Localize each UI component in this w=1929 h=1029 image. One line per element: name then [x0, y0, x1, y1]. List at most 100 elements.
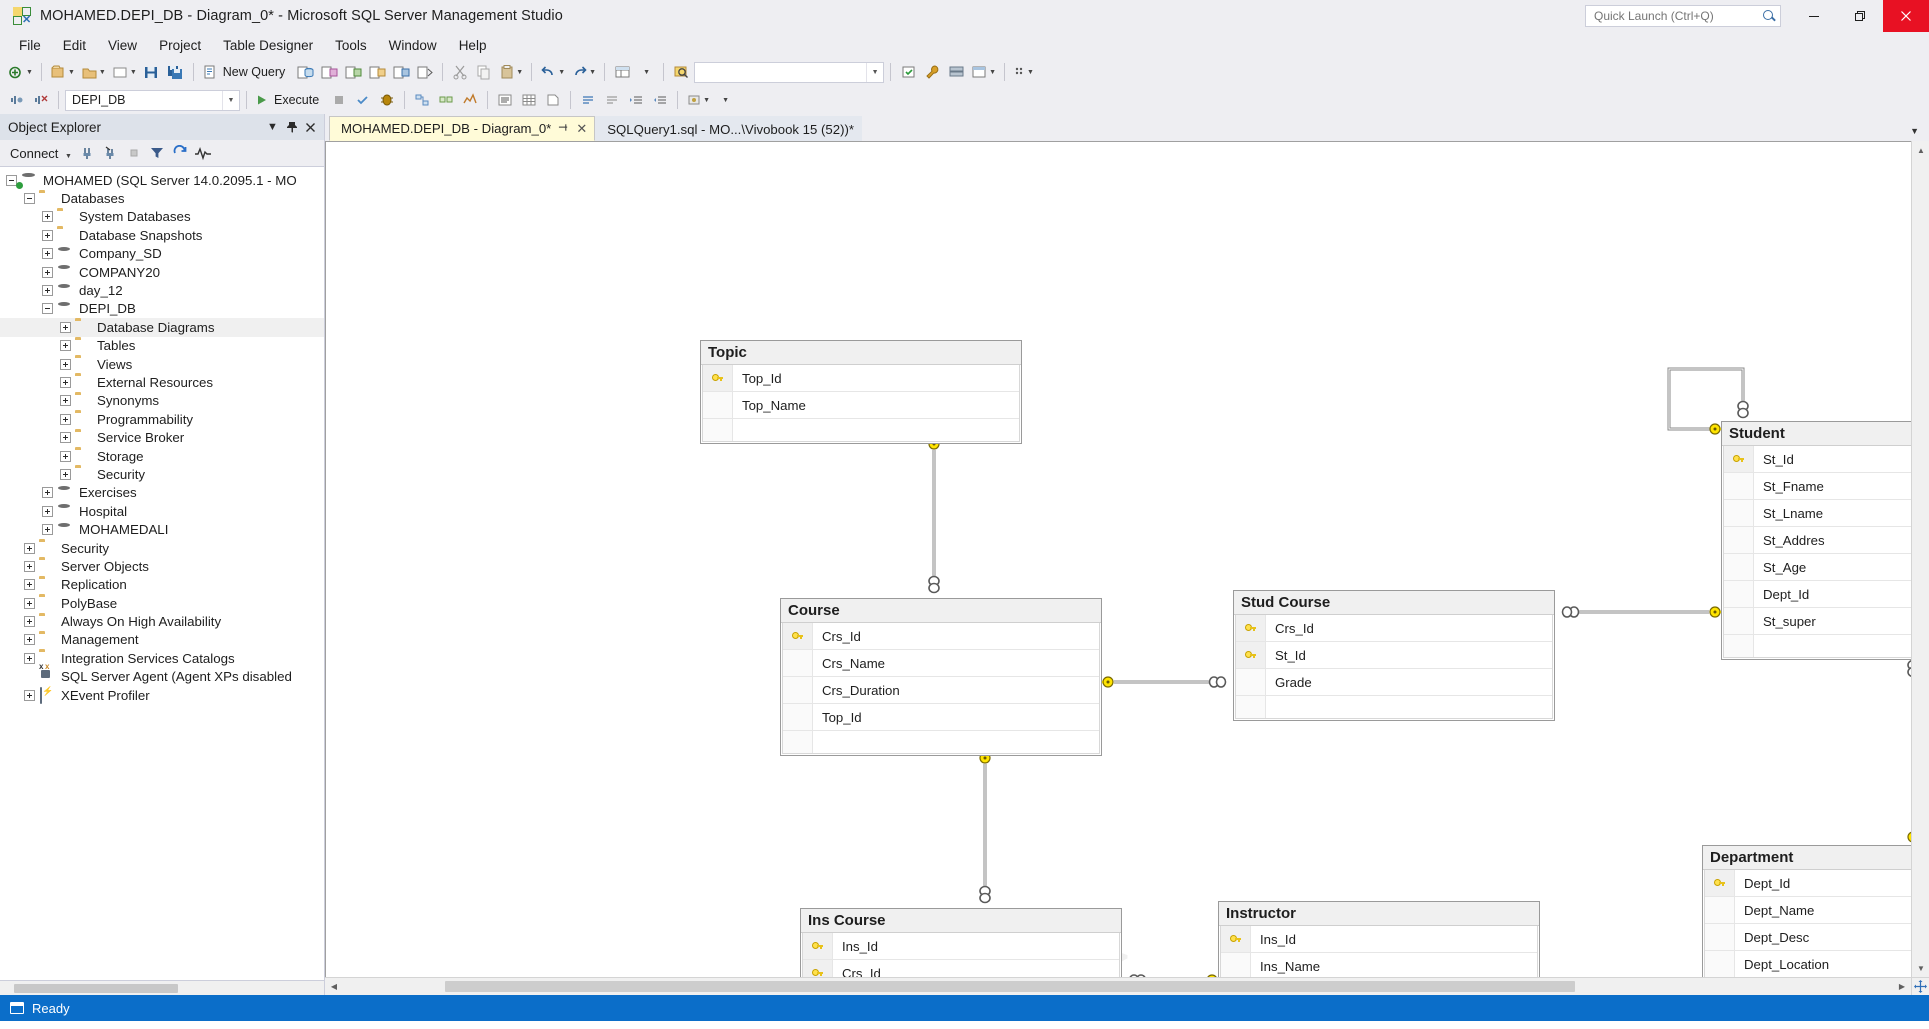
include-actual-plan-icon[interactable] — [435, 89, 457, 111]
toolbar-overflow-icon[interactable]: ▼ — [722, 96, 730, 104]
expand-icon[interactable] — [42, 285, 53, 297]
table-designer-dropdown[interactable]: ▼ — [643, 68, 651, 76]
scroll-down-icon[interactable]: ▼ — [1917, 963, 1925, 973]
object-explorer-hscrollbar[interactable] — [0, 980, 324, 995]
save-icon[interactable] — [141, 61, 163, 83]
refresh-icon[interactable] — [169, 143, 191, 164]
expand-icon[interactable] — [60, 340, 71, 352]
expand-icon[interactable] — [42, 229, 53, 241]
collapse-icon[interactable] — [6, 174, 17, 186]
expand-icon[interactable] — [60, 395, 71, 407]
diagram-table-row[interactable]: Top_Id — [703, 365, 1019, 392]
undo-icon[interactable]: ▼ — [538, 61, 567, 83]
tree-node[interactable]: MOHAMED (SQL Server 14.0.2095.1 - MO — [0, 171, 324, 189]
scroll-left-icon[interactable]: ◀ — [330, 982, 338, 991]
options-wrench-icon[interactable] — [921, 61, 943, 83]
customize-toolbar-icon[interactable]: ▼ — [1011, 61, 1036, 83]
chevron-down-icon[interactable]: ▼ — [267, 121, 278, 133]
diagram-table-row[interactable]: St_Age — [1724, 554, 1911, 581]
diagram-table-row[interactable]: Dept_Name — [1705, 897, 1911, 924]
expand-icon[interactable] — [42, 524, 53, 536]
tree-node[interactable]: Management — [0, 631, 324, 649]
menu-item-view[interactable]: View — [108, 37, 138, 53]
expand-icon[interactable] — [60, 432, 71, 444]
expand-icon[interactable] — [24, 560, 35, 572]
diagram-table-row[interactable]: Ins_Id — [1221, 926, 1537, 953]
outdent-icon[interactable] — [649, 89, 671, 111]
table-designer-icon[interactable] — [611, 61, 633, 83]
tab-sqlquery1[interactable]: SQLQuery1.sql - MO...\Vivobook 15 (52))* — [595, 116, 862, 141]
parse-icon[interactable] — [352, 89, 374, 111]
pin-icon[interactable] — [282, 118, 301, 137]
diagram-table-row[interactable]: Dept_Id — [1705, 870, 1911, 897]
quick-launch-input[interactable] — [1592, 8, 1762, 24]
tree-node[interactable]: Server Objects — [0, 557, 324, 575]
connect-icon[interactable] — [77, 143, 99, 164]
expand-icon[interactable] — [42, 211, 53, 223]
expand-icon[interactable] — [24, 597, 35, 609]
diagram-table[interactable]: InstructorIns_IdIns_NameIns_DegreeSalary… — [1218, 901, 1540, 977]
save-all-icon[interactable] — [165, 61, 187, 83]
tree-node[interactable]: PolyBase — [0, 594, 324, 612]
diagram-table-row[interactable]: St_Id — [1236, 642, 1552, 669]
expand-icon[interactable] — [24, 689, 35, 701]
cut-icon[interactable] — [449, 61, 471, 83]
expand-icon[interactable] — [60, 321, 71, 333]
tree-node[interactable]: Always On High Availability — [0, 612, 324, 630]
diagram-table-row[interactable]: Ins_Id — [803, 933, 1119, 960]
scroll-right-icon[interactable]: ▶ — [1898, 982, 1906, 991]
diagram-table-row[interactable]: Crs_Id — [803, 960, 1119, 977]
new-project-icon[interactable]: ▼ — [48, 61, 77, 83]
tree-node[interactable]: External Resources — [0, 373, 324, 391]
expand-icon[interactable] — [42, 248, 53, 260]
window-layout-icon[interactable]: ▼ — [969, 61, 998, 83]
new-query-button[interactable]: New Query — [200, 61, 293, 83]
diagram-table-row[interactable]: Crs_Name — [783, 650, 1099, 677]
redo-icon[interactable]: ▼ — [569, 61, 598, 83]
mdx-query-icon[interactable] — [342, 61, 364, 83]
disconnect-object-explorer-icon[interactable] — [30, 89, 52, 111]
diagram-table-row[interactable]: Top_Name — [703, 392, 1019, 419]
analysis-query-icon[interactable] — [318, 61, 340, 83]
display-estimated-plan-icon[interactable] — [411, 89, 433, 111]
tree-node[interactable]: Database Diagrams — [0, 318, 324, 337]
diagram-table-row[interactable]: St_Addres — [1724, 527, 1911, 554]
diagram-table-row[interactable]: Crs_Id — [1236, 615, 1552, 642]
tab-diagram[interactable]: MOHAMED.DEPI_DB - Diagram_0* ✕ — [329, 116, 596, 141]
uncomment-icon[interactable] — [601, 89, 623, 111]
scrollbar-thumb[interactable] — [445, 981, 1575, 992]
expand-icon[interactable] — [24, 579, 35, 591]
expand-icon[interactable] — [24, 634, 35, 646]
diagram-table-row[interactable]: St_Lname — [1724, 500, 1911, 527]
expand-icon[interactable] — [24, 542, 35, 554]
scrollbar-thumb[interactable] — [14, 984, 178, 993]
scroll-up-icon[interactable]: ▲ — [1917, 145, 1925, 155]
tree-node[interactable]: COMPANY20 — [0, 263, 324, 281]
expand-icon[interactable] — [24, 616, 35, 628]
tree-node[interactable]: Views — [0, 355, 324, 373]
diagram-table-row[interactable]: Crs_Id — [783, 623, 1099, 650]
diagram-table-row[interactable]: Dept_Desc — [1705, 924, 1911, 951]
tree-node[interactable]: Programmability — [0, 410, 324, 428]
find-combo[interactable]: ▼ — [694, 61, 885, 83]
tree-node[interactable]: XEvent Profiler — [0, 686, 324, 705]
activity-monitor-icon[interactable] — [192, 143, 214, 164]
tab-overflow-icon[interactable]: ▼ — [1910, 126, 1919, 136]
tree-node[interactable]: Integration Services Catalogs — [0, 649, 324, 667]
diagram-table-row[interactable]: Ins_Name — [1221, 953, 1537, 977]
expand-icon[interactable] — [60, 376, 71, 388]
expand-icon[interactable] — [24, 652, 35, 664]
expand-icon[interactable] — [42, 505, 53, 517]
collapse-icon[interactable] — [24, 193, 35, 205]
diagram-table-row[interactable]: Grade — [1236, 669, 1552, 696]
query-options-icon[interactable]: ▼ — [684, 89, 712, 111]
diagram-canvas[interactable]: خمسات TopicTop_IdTop_NameCourseCrs_IdCrs… — [325, 141, 1911, 977]
close-button[interactable] — [1883, 0, 1929, 32]
menu-item-project[interactable]: Project — [159, 37, 202, 53]
close-icon[interactable]: ✕ — [576, 120, 588, 136]
expand-icon[interactable] — [60, 450, 71, 462]
